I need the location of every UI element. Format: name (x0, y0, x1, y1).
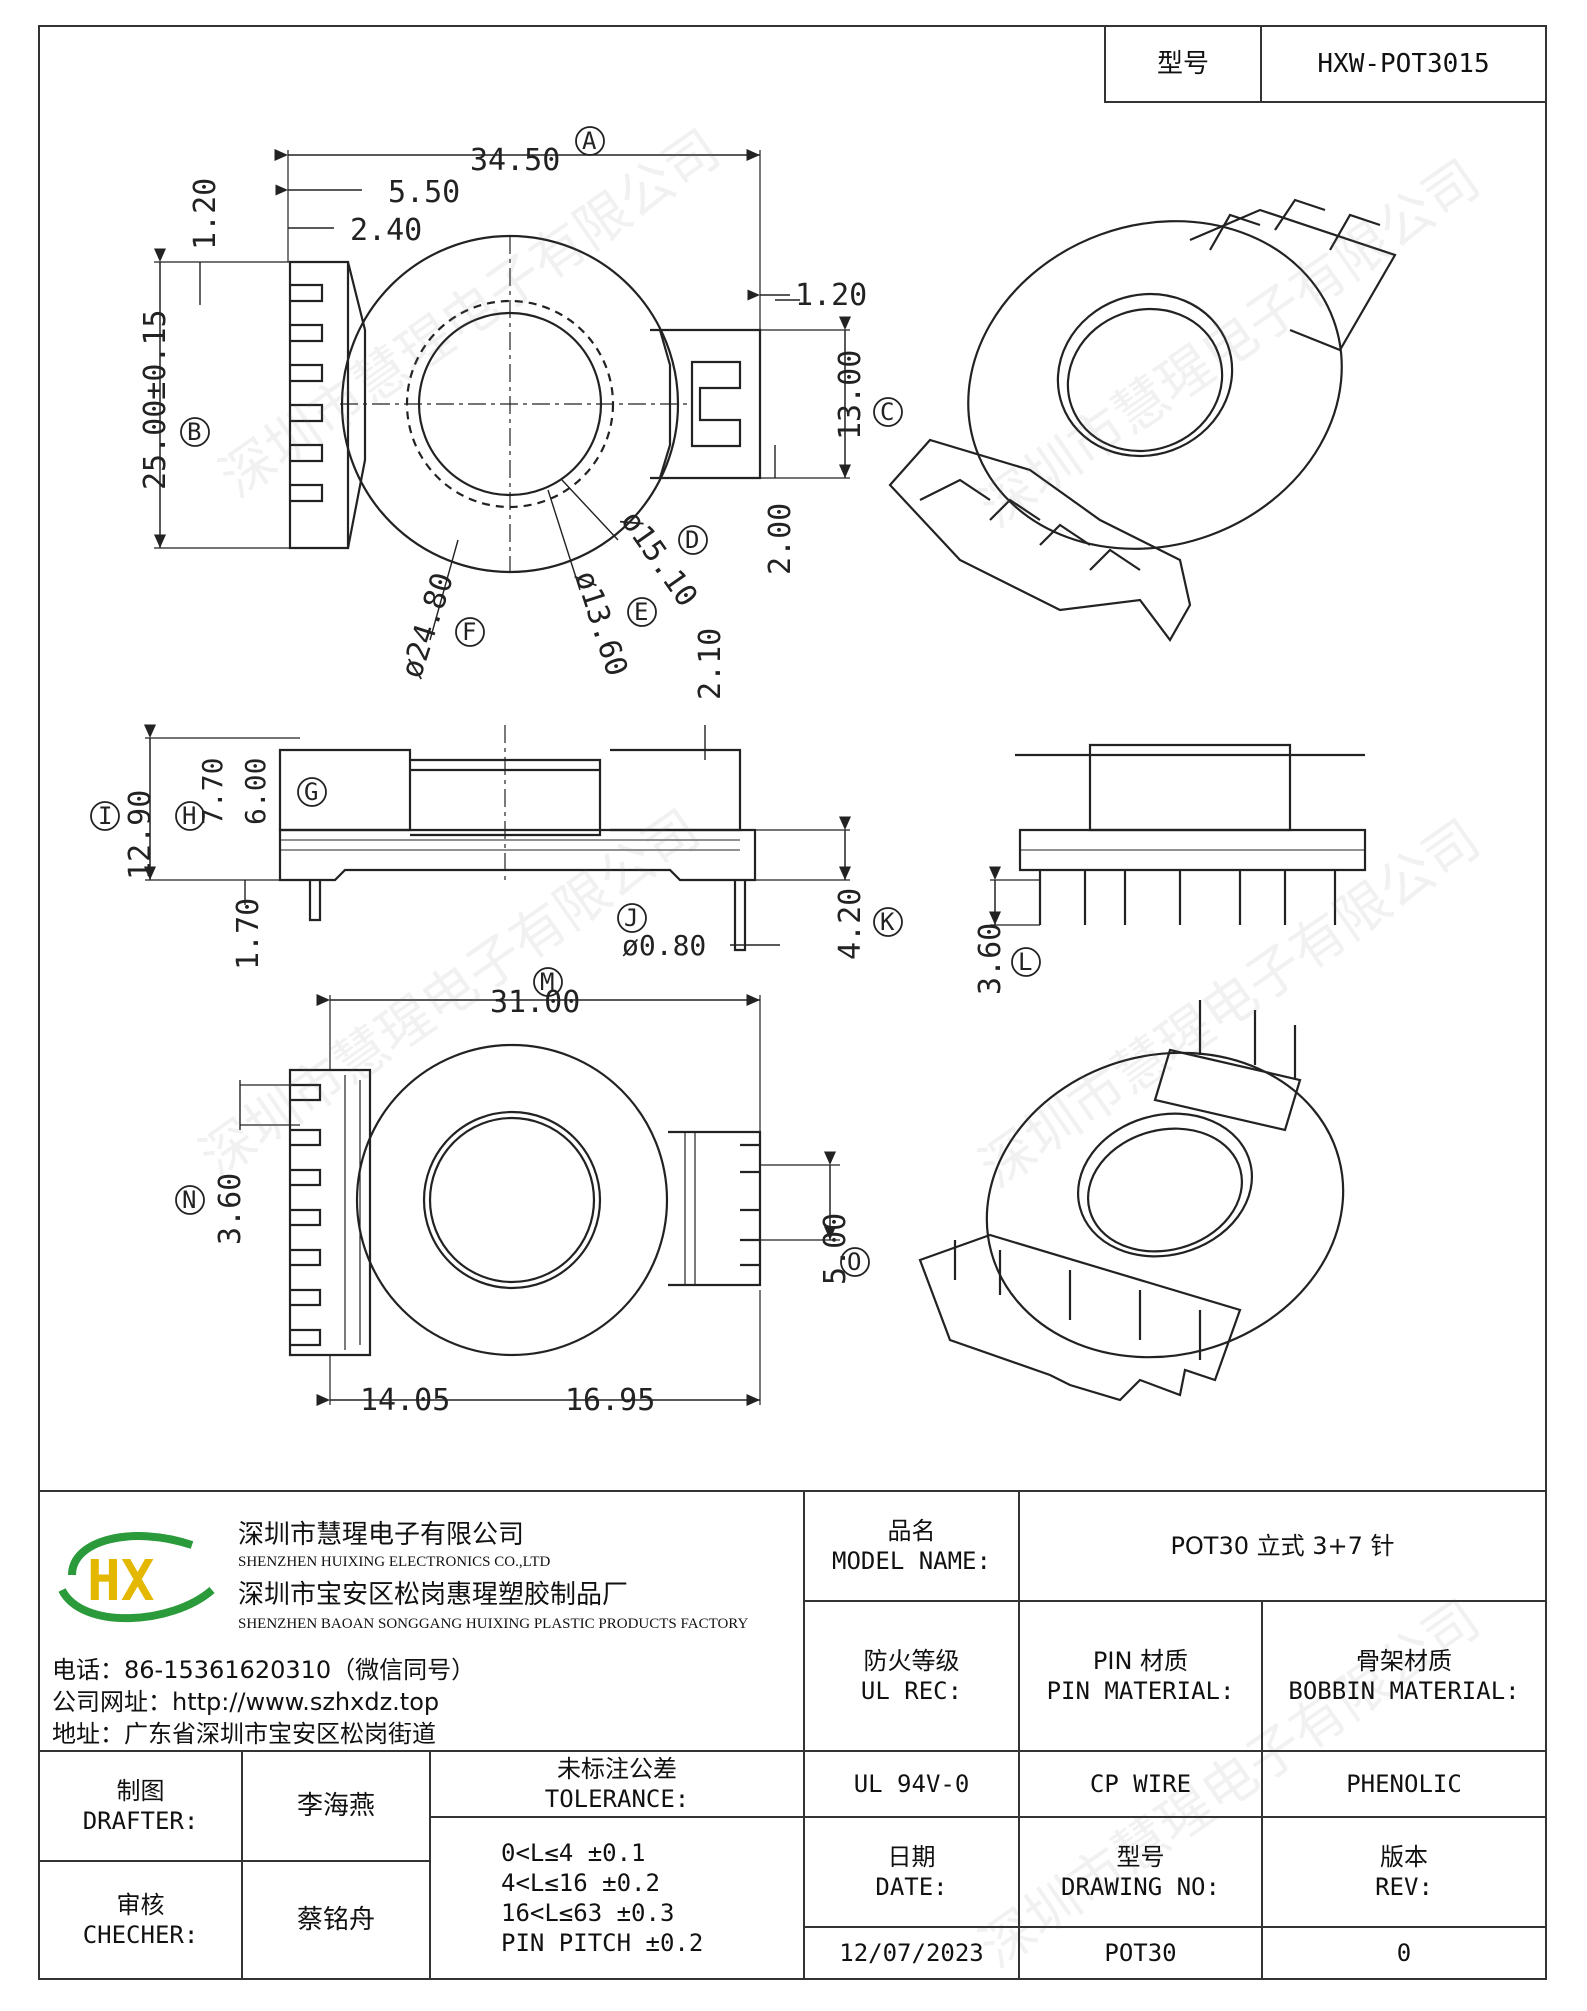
callout-A: A (575, 126, 605, 156)
tolerance-line: 0<L≤4 ±0.1 (501, 1839, 646, 1867)
side-view (144, 724, 851, 952)
svg-text:F: F (462, 618, 476, 646)
technical-drawing: 34.50 5.50 2.40 1.20 25.00±0.15 1.20 13.… (90, 126, 1397, 1418)
svg-text:ø24.80: ø24.80 (394, 569, 461, 683)
company-name-cn: 深圳市慧瑆电子有限公司 (238, 1520, 525, 1550)
top-view (154, 149, 851, 641)
callout-J: J (617, 903, 647, 933)
svg-text:I: I (98, 802, 112, 830)
pin-material-label: PIN 材质 PIN MATERIAL: (1018, 1600, 1263, 1752)
callout-O: O (840, 1247, 870, 1277)
svg-text:14.05: 14.05 (360, 1383, 450, 1418)
svg-text:7.70: 7.70 (196, 758, 229, 825)
bobbin-material-value: PHENOLIC (1261, 1750, 1547, 1818)
company-info: HX 深圳市慧瑆电子有限公司 SHENZHEN HUIXING ELECTRON… (40, 1492, 805, 1752)
svg-text:4.20: 4.20 (833, 888, 868, 960)
top-view-text: 34.50 5.50 2.40 1.20 25.00±0.15 1.20 13.… (138, 143, 868, 682)
website[interactable]: 公司网址：http://www.szhxdz.top (52, 1688, 440, 1716)
date-label: 日期 DATE: (803, 1816, 1020, 1928)
checker-label: 审核 CHECHER: (38, 1860, 243, 1980)
callout-G: G (297, 777, 327, 807)
svg-text:HX: HX (87, 1549, 154, 1614)
callout-L: L (1011, 947, 1041, 977)
svg-text:N: N (182, 1186, 196, 1214)
tolerance-line: PIN PITCH ±0.2 (501, 1929, 704, 1957)
side-view-right (989, 743, 1367, 926)
callout-F: F (455, 617, 485, 647)
callout-D: D (678, 525, 708, 555)
svg-text:O: O (847, 1248, 861, 1276)
tolerance-line: 4<L≤16 ±0.2 (501, 1869, 660, 1897)
tolerance-line: 16<L≤63 ±0.3 (501, 1899, 675, 1927)
callout-M: M (533, 967, 563, 997)
callout-H: H (175, 801, 205, 831)
phone: 电话：86-15361620310（微信同号） (52, 1656, 476, 1684)
svg-text:34.50: 34.50 (470, 143, 560, 178)
callout-B: B (180, 417, 210, 447)
callout-C: C (873, 397, 903, 427)
drawing-no-label: 型号 DRAWING NO: (1018, 1816, 1263, 1928)
svg-text:H: H (182, 802, 196, 830)
model-name-label: 品名 MODEL NAME: (803, 1490, 1020, 1602)
logo: HX (52, 1520, 222, 1630)
callout-K: K (873, 907, 903, 937)
address: 地址：广东省深圳市宝安区松岗街道 (52, 1720, 436, 1748)
svg-text:31.00: 31.00 (490, 985, 580, 1020)
svg-text:E: E (634, 598, 648, 626)
svg-text:25.00±0.15: 25.00±0.15 (138, 309, 173, 490)
factory-name-cn: 深圳市宝安区松岗惠瑆塑胶制品厂 (238, 1580, 629, 1610)
isometric-view-top (888, 198, 1397, 642)
svg-text:M: M (540, 968, 554, 996)
tolerance-label: 未标注公差 TOLERANCE: (429, 1750, 805, 1818)
svg-text:5.50: 5.50 (388, 175, 460, 210)
callout-I: I (90, 801, 120, 831)
svg-text:K: K (880, 908, 895, 936)
svg-text:L: L (1018, 948, 1032, 976)
svg-text:J: J (624, 904, 638, 932)
svg-text:12.90: 12.90 (123, 790, 158, 880)
factory-name-en: SHENZHEN BAOAN SONGGANG HUIXING PLASTIC … (238, 1616, 749, 1632)
svg-text:2.00: 2.00 (763, 503, 798, 575)
bottom-view (239, 994, 840, 1406)
isometric-view-bottom (918, 1000, 1345, 1402)
svg-text:ø0.80: ø0.80 (622, 929, 706, 962)
company-name-en: SHENZHEN HUIXING ELECTRONICS CO.,LTD (238, 1554, 551, 1570)
svg-text:A: A (582, 127, 597, 155)
rev-value: 0 (1261, 1926, 1547, 1980)
callout-E: E (627, 597, 657, 627)
rev-label: 版本 REV: (1261, 1816, 1547, 1928)
header-model-value: HXW-POT3015 (1260, 25, 1547, 103)
checker-name: 蔡铭舟 (241, 1860, 431, 1980)
svg-text:13.00: 13.00 (833, 350, 868, 440)
model-name-value: POT30 立式 3+7 针 (1018, 1490, 1547, 1602)
pin-material-value: CP WIRE (1018, 1750, 1263, 1818)
drafter-name: 李海燕 (241, 1750, 431, 1862)
svg-text:6.00: 6.00 (239, 758, 272, 825)
svg-text:3.60: 3.60 (213, 1173, 248, 1245)
svg-text:16.95: 16.95 (565, 1383, 655, 1418)
svg-text:G: G (304, 778, 318, 806)
svg-text:1.20: 1.20 (795, 278, 867, 313)
callouts: A B C D E F G H I J K L M N O (90, 126, 1041, 1277)
svg-text:1.20: 1.20 (188, 178, 223, 250)
svg-text:D: D (685, 526, 699, 554)
svg-text:B: B (187, 418, 201, 446)
svg-text:ø13.60: ø13.60 (567, 567, 634, 681)
svg-text:C: C (880, 398, 894, 426)
callout-N: N (175, 1185, 205, 1215)
svg-text:2.40: 2.40 (350, 213, 422, 248)
ul-value: UL 94V-0 (803, 1750, 1020, 1818)
date-value: 12/07/2023 (803, 1926, 1020, 1980)
ul-rec-label: 防火等级 UL REC: (803, 1600, 1020, 1752)
tolerance-table: 0<L≤4 ±0.1 4<L≤16 ±0.2 16<L≤63 ±0.3 PIN … (429, 1816, 805, 1980)
bobbin-material-label: 骨架材质 BOBBIN MATERIAL: (1261, 1600, 1547, 1752)
drawing-no-value: POT30 (1018, 1926, 1263, 1980)
svg-text:1.70: 1.70 (231, 898, 266, 970)
svg-text:ø15.10: ø15.10 (613, 505, 704, 614)
svg-text:3.60: 3.60 (973, 923, 1008, 995)
svg-text:2.10: 2.10 (693, 628, 728, 700)
drafter-label: 制图 DRAFTER: (38, 1750, 243, 1862)
